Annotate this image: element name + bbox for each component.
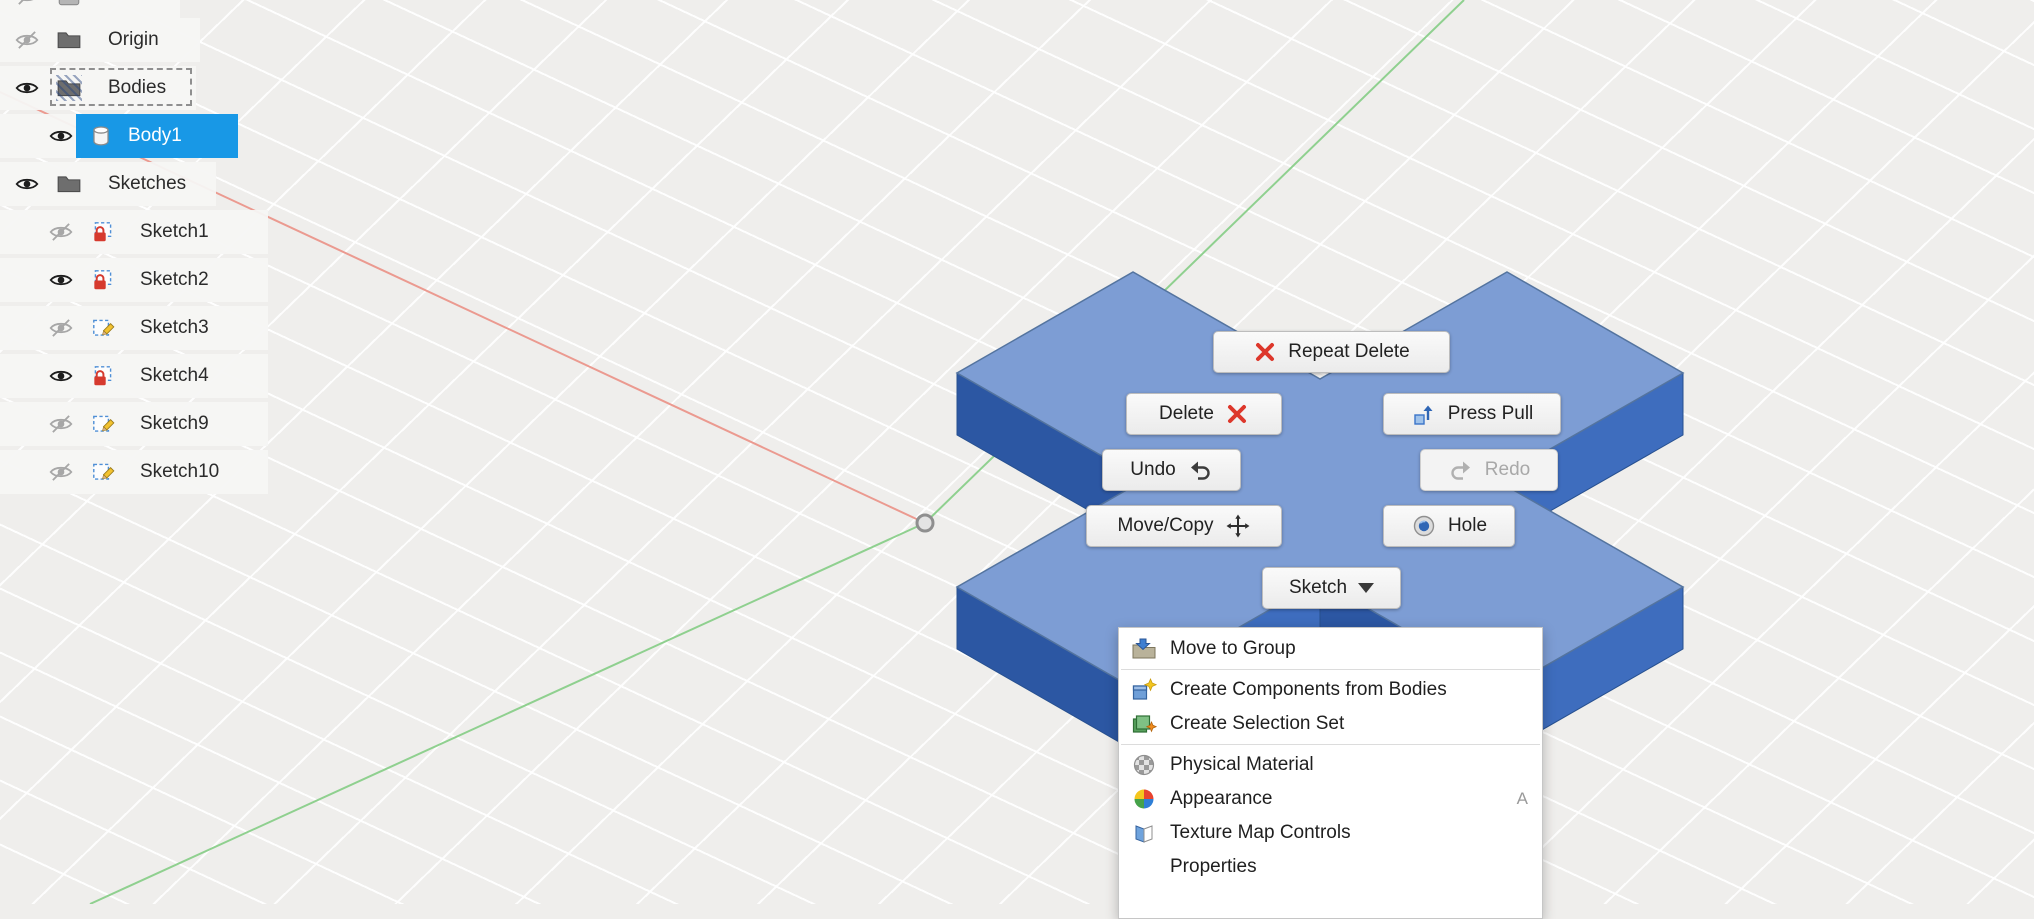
move-arrows-icon [1225,513,1251,539]
visibility-hidden-icon[interactable] [48,459,74,485]
undo-button[interactable]: Undo [1102,449,1241,491]
create-selection-set-icon [1131,712,1157,736]
button-label: Redo [1484,459,1531,480]
visibility-hidden-icon[interactable] [14,0,40,9]
blank-icon [1131,855,1157,879]
repeat-delete-button[interactable]: Repeat Delete [1213,331,1450,373]
create-components-icon [1131,678,1157,702]
tree-row-sketch2[interactable]: Sketch2 [0,258,268,302]
document-icon [56,0,82,9]
folder-icon [56,75,82,101]
tree-item-label[interactable]: Sketch3 [140,317,209,338]
sketch-locked-icon [90,363,116,389]
context-menu-label: Physical Material [1170,754,1314,775]
folder-icon [56,27,82,53]
context-menu-label: Move to Group [1170,638,1296,659]
red-x-icon [1253,340,1277,364]
context-menu-item-physical-material[interactable]: Physical Material [1119,748,1542,782]
context-menu-item-move-to-group[interactable]: Move to Group [1119,632,1542,666]
move-copy-button[interactable]: Move/Copy [1086,505,1282,547]
redo-arrow-icon [1448,457,1474,483]
tree-row-origin[interactable]: Origin [0,18,200,62]
move-to-group-icon [1131,637,1157,661]
body-icon [88,123,114,149]
origin-point[interactable] [915,513,935,533]
tree-row-sketches[interactable]: Sketches [0,162,216,206]
tree-item-label[interactable]: Sketch4 [140,365,209,386]
shortcut-key: A [1516,789,1528,808]
dropdown-arrow-icon [1358,583,1375,593]
press-pull-icon [1411,401,1437,427]
hole-icon [1411,513,1437,539]
context-menu-label: Create Components from Bodies [1170,679,1447,700]
folder-icon [56,171,82,197]
context-menu-label: Appearance [1170,788,1273,809]
visibility-visible-icon[interactable] [48,267,74,293]
visibility-visible-icon[interactable] [14,171,40,197]
tree-item-label[interactable]: Body1 [128,125,182,146]
context-menu-item-texture-map-controls[interactable]: Texture Map Controls [1119,816,1542,850]
tree-row-bodies[interactable]: Bodies [0,66,196,110]
menu-separator [1121,744,1540,745]
y-axis-line-lower [89,522,926,904]
tree-row-sketch1[interactable]: Sketch1 [0,210,268,254]
sketch-locked-icon [90,219,116,245]
visibility-visible-icon[interactable] [48,363,74,389]
hole-button[interactable]: Hole [1383,505,1515,547]
tree-row-partial[interactable] [0,0,180,18]
button-label: Move/Copy [1117,515,1214,536]
context-menu-label: Texture Map Controls [1170,822,1351,843]
button-label: Press Pull [1447,403,1534,424]
context-menu-item-create-selection-set[interactable]: Create Selection Set [1119,707,1542,741]
red-x-icon [1225,402,1249,426]
sketch-icon [90,315,116,341]
tree-item-label[interactable]: Sketch9 [140,413,209,434]
button-label: Delete [1159,403,1214,424]
menu-separator [1121,669,1540,670]
button-label: Repeat Delete [1288,341,1410,362]
tree-item-label[interactable]: Sketch10 [140,461,220,482]
button-label: Undo [1130,459,1176,480]
sketch-icon [90,459,116,485]
visibility-visible-icon[interactable] [48,123,74,149]
sketch-locked-icon [90,267,116,293]
tree-row-sketch4[interactable]: Sketch4 [0,354,268,398]
visibility-hidden-icon[interactable] [48,219,74,245]
tree-row-sketch10[interactable]: Sketch10 [0,450,268,494]
appearance-icon [1131,787,1157,811]
context-menu-item-create-components[interactable]: Create Components from Bodies [1119,673,1542,707]
context-menu-item-appearance[interactable]: Appearance A [1119,782,1542,816]
tree-row-sketch9[interactable]: Sketch9 [0,402,268,446]
visibility-visible-icon[interactable] [14,75,40,101]
redo-button[interactable]: Redo [1420,449,1558,491]
tree-item-label[interactable]: Bodies [108,77,167,98]
tree-item-label[interactable]: Sketches [108,173,187,194]
context-menu: Move to Group Create Components from Bod… [1118,627,1543,919]
button-label: Sketch [1288,577,1348,598]
selected-item-highlight[interactable]: Body1 [76,114,238,158]
texture-map-icon [1131,821,1157,845]
context-menu-label: Create Selection Set [1170,713,1345,734]
undo-arrow-icon [1187,457,1213,483]
button-label: Hole [1447,515,1488,536]
context-menu-item-properties[interactable]: Properties [1119,850,1542,884]
visibility-hidden-icon[interactable] [48,315,74,341]
tree-row-body1[interactable]: Body1 [0,114,244,158]
visibility-hidden-icon[interactable] [14,27,40,53]
physical-material-icon [1131,753,1157,777]
tree-item-label[interactable]: Sketch2 [140,269,209,290]
sketch-dropdown-button[interactable]: Sketch [1262,567,1401,609]
visibility-hidden-icon[interactable] [48,411,74,437]
sketch-icon [90,411,116,437]
tree-item-label[interactable]: Origin [108,29,159,50]
delete-button[interactable]: Delete [1126,393,1282,435]
press-pull-button[interactable]: Press Pull [1383,393,1561,435]
context-menu-label: Properties [1170,856,1257,877]
tree-row-sketch3[interactable]: Sketch3 [0,306,268,350]
tree-item-label[interactable]: Sketch1 [140,221,209,242]
